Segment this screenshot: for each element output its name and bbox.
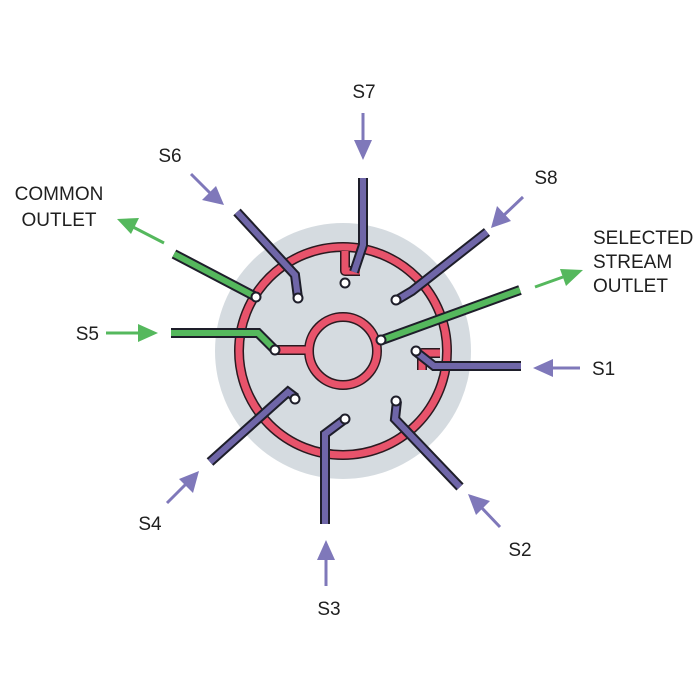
arrow-icon — [534, 269, 583, 289]
arrow-icon — [117, 218, 165, 245]
inlet-tube-s8 — [395, 229, 489, 303]
inlet-arrows — [165, 113, 580, 586]
arrow-icon — [491, 195, 525, 228]
port-s6 — [292, 292, 304, 304]
port-s2 — [390, 395, 402, 407]
port-holes — [250, 277, 422, 425]
arrow-icon — [317, 540, 335, 586]
inlet-tube-s7 — [351, 178, 366, 273]
port-s5 — [269, 344, 281, 356]
arrow-icon — [354, 113, 372, 160]
label-selected-outlet-line2: STREAM — [593, 252, 672, 273]
port-common-outlet — [250, 291, 262, 303]
arrow-icon — [106, 324, 158, 342]
outer-channel-ring — [235, 243, 451, 459]
inlet-tube-s2 — [391, 400, 463, 490]
label-common-outlet-line1: COMMON — [15, 184, 104, 205]
common-outlet-tube — [172, 251, 258, 300]
arrow-icon — [189, 172, 224, 205]
inlet-tube-s1 — [413, 348, 521, 369]
label-s1: S1 — [592, 359, 615, 380]
port-s3 — [339, 413, 351, 425]
arrow-icon — [165, 471, 199, 505]
label-selected-outlet-line3: OUTLET — [593, 276, 668, 297]
label-s6: S6 — [158, 146, 181, 167]
label-s3: S3 — [317, 599, 340, 620]
port-s8 — [390, 294, 402, 306]
label-s2: S2 — [508, 540, 531, 561]
label-s5: S5 — [76, 324, 99, 345]
label-s8: S8 — [534, 168, 557, 189]
inlet-tubes — [206, 178, 521, 524]
label-s4: S4 — [138, 514, 162, 535]
green-arrows — [106, 218, 583, 342]
label-selected-outlet-line1: SELECTED — [593, 228, 693, 249]
valve-body — [215, 223, 471, 479]
labels: S7 S8 S1 S2 S3 S4 S5 S6 COMMON OUTLET SE… — [15, 82, 694, 620]
inner-channel-ring — [305, 313, 381, 389]
selected-stream-outlet-tube — [380, 287, 522, 343]
green-tubes — [171, 249, 522, 354]
inlet-tube-s6 — [234, 209, 301, 299]
inlet-tube-s3 — [322, 416, 347, 524]
port-center-outlet — [375, 334, 387, 346]
arrow-icon — [533, 359, 580, 377]
port-s1 — [410, 345, 422, 357]
label-common-outlet-line2: OUTLET — [22, 210, 97, 231]
port-s7 — [339, 277, 351, 289]
inlet-tube-s5 — [171, 330, 278, 353]
label-s7: S7 — [352, 82, 375, 103]
port-s4 — [289, 393, 301, 405]
arrow-icon — [468, 494, 502, 529]
